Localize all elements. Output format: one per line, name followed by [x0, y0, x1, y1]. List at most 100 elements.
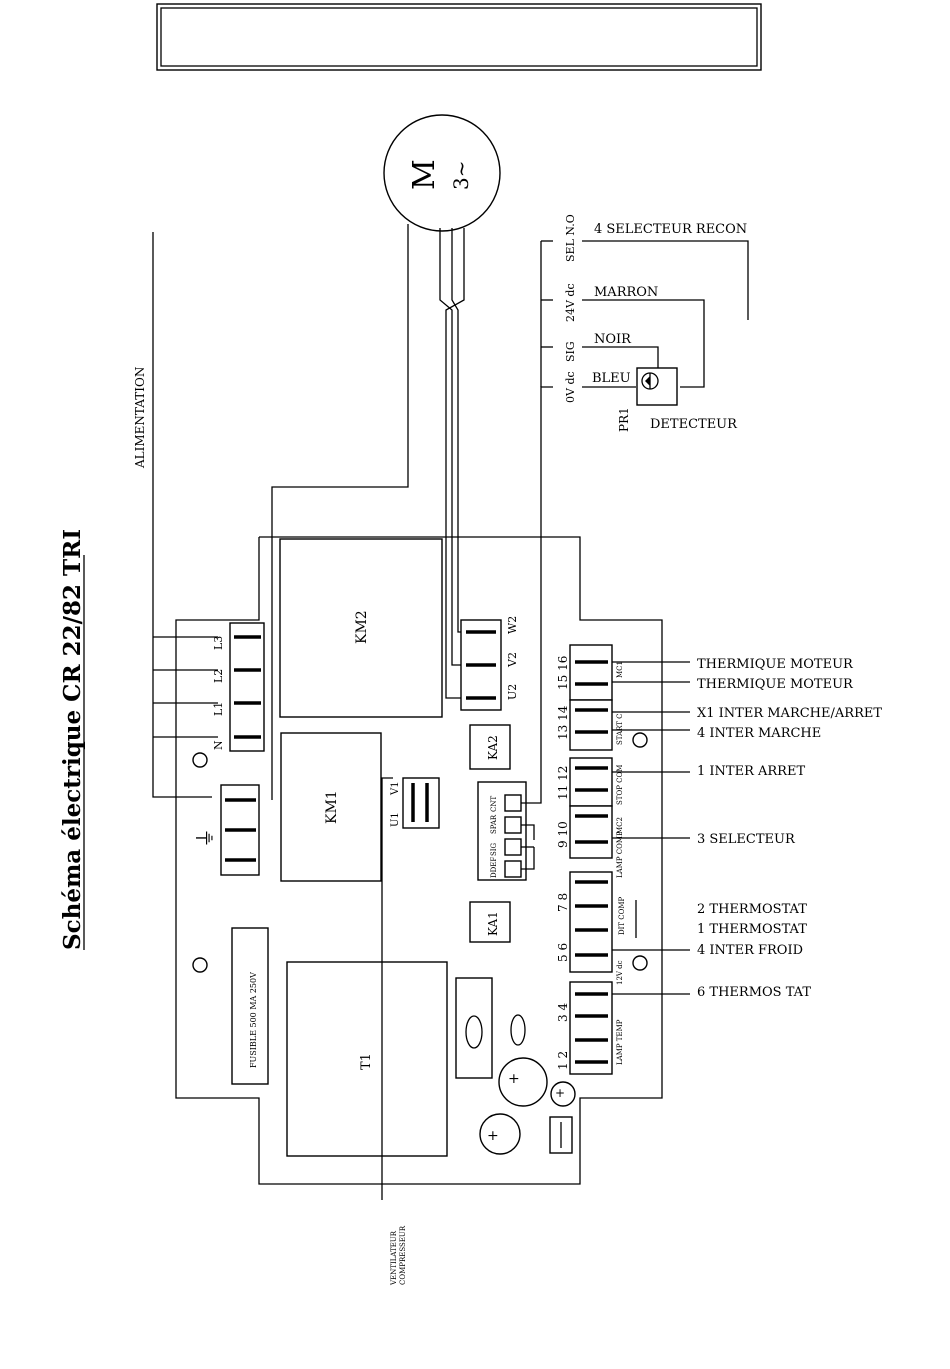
terminal-9-10: 9 10 — [556, 821, 570, 848]
terminal-5-6: 5 6 — [556, 943, 570, 962]
relay-km2 — [279, 538, 443, 718]
component-block — [455, 977, 493, 1079]
led-ddef: DDEF — [490, 857, 498, 878]
label-thermique-moteur-1: THERMIQUE MOTEUR — [697, 657, 854, 672]
component-oval-2 — [510, 1014, 526, 1046]
led-cnt: CNT — [490, 796, 498, 812]
led-wires — [521, 386, 553, 870]
terminal-l1: L1 — [212, 702, 225, 716]
ground-icon: ⏚ — [193, 828, 217, 848]
terminal-11-12: 11 12 — [556, 766, 570, 800]
terminal-u2: U2 — [506, 684, 519, 700]
terminal-v1: V1 — [390, 781, 401, 796]
terminal-3-4: 3 4 — [556, 1003, 570, 1022]
terminal-15-16: 15 16 — [556, 656, 570, 690]
wire-sig: SIG — [564, 341, 577, 362]
fuse-label: FUSIBLE 500 MA 250V — [249, 972, 258, 1068]
wire-24vdc: 24V dc — [564, 283, 577, 322]
wire-sel-no: SEL N.O — [564, 214, 577, 262]
right-leader-lines — [612, 661, 690, 995]
label-inter-froid: 4 INTER FROID — [697, 943, 803, 958]
terminal-n: N — [212, 740, 225, 750]
km1-terminal-contacts — [411, 783, 429, 822]
capacitor-medium — [479, 1113, 521, 1155]
supply-branch-wires — [153, 636, 218, 738]
fuse-block — [231, 927, 269, 1085]
supply-terminal-contacts — [234, 635, 261, 739]
relay-km1 — [280, 732, 382, 882]
tag-mc2: MC2 — [616, 817, 624, 834]
capacitor-small — [550, 1081, 576, 1107]
fan-compressor-wire — [381, 777, 393, 1200]
relay-ka2 — [469, 724, 511, 770]
km1-terminal-block — [402, 777, 440, 829]
compressor-label: COMPRESSEUR — [399, 1225, 407, 1285]
tag-start: START C — [616, 713, 624, 745]
wire-color-noir: NOIR — [594, 332, 632, 347]
detector-label: DETECTEUR — [650, 417, 738, 432]
board-outline — [175, 536, 663, 1185]
capacitor-small-plus: + — [555, 1086, 565, 1100]
transformer-t1-label: T1 — [359, 1053, 374, 1070]
selector-recon-label: 4 SELECTEUR RECON — [594, 222, 747, 237]
capacitor-large-plus: + — [508, 1071, 520, 1087]
supply-label: ALIMENTATION — [133, 367, 147, 469]
supply-main-wire — [152, 232, 212, 798]
terminal-13-14: 13 14 — [556, 705, 570, 740]
terminal-l2: L2 — [212, 669, 225, 683]
sensor-wires — [540, 240, 749, 388]
relay-ka1 — [469, 901, 511, 943]
terminal-u1: U1 — [390, 812, 401, 827]
tag-stop-com: STOP COM — [616, 765, 624, 805]
label-selecteur: 3 SELECTEUR — [697, 832, 796, 847]
motor-wires — [271, 224, 465, 800]
motor-phase: 3~ — [449, 161, 473, 190]
mounting-holes — [192, 732, 648, 973]
component-oval-1 — [465, 1015, 483, 1049]
tag-lamp-comp: LAMP COMP — [616, 831, 624, 878]
capacitor-large — [498, 1057, 548, 1107]
label-inter-marche: 4 INTER MARCHE — [697, 726, 821, 741]
terminal-v2: V2 — [506, 652, 519, 668]
wire-color-bleu: BLEU — [592, 371, 631, 386]
label-thermostat-1: 1 THERMOSTAT — [697, 922, 807, 937]
wire-color-marron: MARRON — [594, 285, 658, 300]
tag-lamp-temp: LAMP TEMP — [616, 1019, 624, 1065]
label-thermostat-2: 2 THERMOSTAT — [697, 902, 807, 917]
wire-0vdc: 0V dc — [564, 371, 577, 403]
label-thermique-moteur-2: THERMIQUE MOTEUR — [697, 677, 854, 692]
relay-ka2-label: KA2 — [486, 735, 500, 760]
terminal-w2: W2 — [506, 616, 519, 634]
motor-terminal-contacts — [466, 630, 496, 700]
detector-box — [636, 367, 678, 406]
label-thermostat-6: 6 THERMOS TAT — [697, 985, 811, 1000]
supply-terminal-block — [229, 622, 265, 752]
capacitor-medium-plus: + — [487, 1128, 499, 1144]
relay-km1-label: KM1 — [324, 790, 340, 824]
terminal-7-8: 7 8 — [556, 893, 570, 912]
pr1-label: PR1 — [617, 407, 631, 432]
header-box — [156, 3, 762, 71]
relay-ka1-label: KA1 — [486, 911, 500, 936]
led-spar: SPAR — [490, 814, 498, 834]
motor-symbol — [383, 114, 501, 232]
label-inter-arret: 1 INTER ARRET — [697, 764, 805, 779]
tag-12vdc: 12V dc — [616, 960, 624, 985]
header-box-inner — [160, 7, 758, 67]
terminal-1-2: 1 2 — [556, 1051, 570, 1070]
led-sig: SIG — [490, 842, 498, 856]
fan-label: VENTILATEUR — [390, 1230, 398, 1286]
label-inter-marche-arret: X1 INTER MARCHE/ARRET — [697, 706, 882, 721]
ground-terminal-contacts — [225, 798, 256, 862]
tag-dit-comp: DIT COMP — [618, 896, 626, 935]
terminal-l3: L3 — [212, 636, 225, 650]
motor-letter: M — [407, 159, 442, 190]
tag-mc1: MC1 — [616, 661, 624, 678]
diagram-title: Schéma électrique CR 22/82 TRI — [59, 529, 86, 950]
detector-icon-arrow — [645, 376, 650, 386]
right-terminal-contacts — [575, 660, 608, 1064]
transformer-t1 — [286, 961, 448, 1157]
relay-km2-label: KM2 — [354, 610, 370, 644]
